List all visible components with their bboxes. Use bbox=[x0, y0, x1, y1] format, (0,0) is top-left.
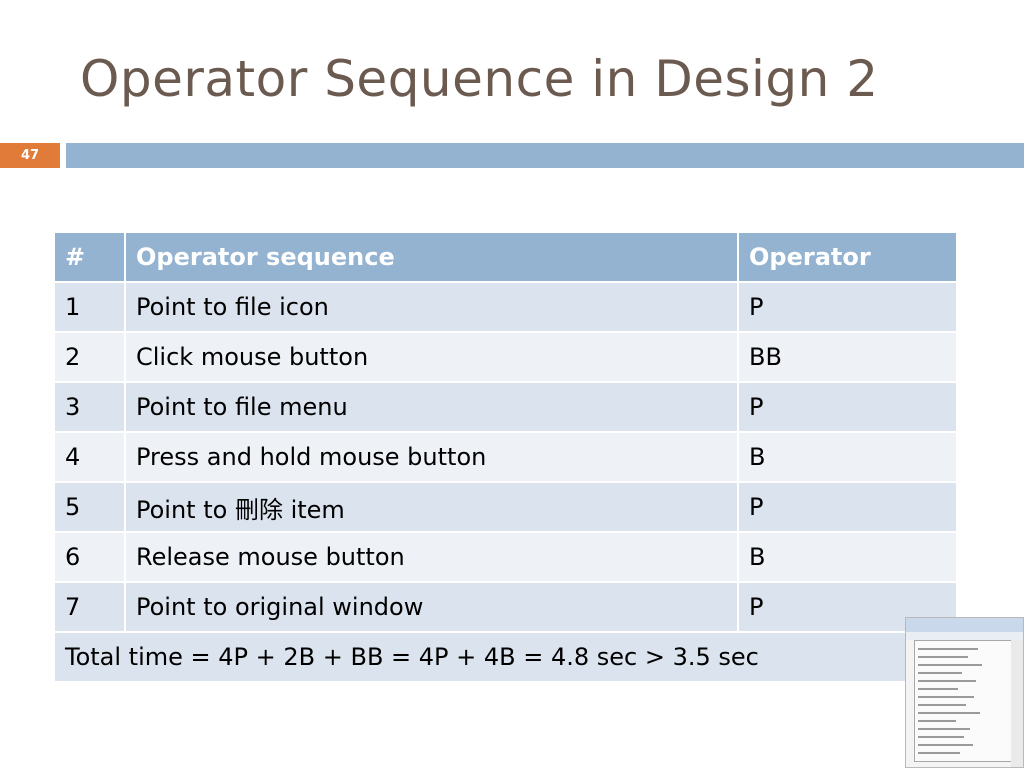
thumbnail-menu-line bbox=[918, 720, 956, 722]
thumbnail-menu-line bbox=[918, 688, 958, 690]
title-underline-bar bbox=[66, 143, 1024, 168]
cell-sequence: Point to file icon bbox=[124, 281, 739, 333]
thumbnail-menu-line bbox=[918, 672, 962, 674]
thumbnail-menu-line bbox=[918, 648, 978, 650]
header-operator-sequence: Operator sequence bbox=[124, 231, 739, 283]
cell-operator: P bbox=[737, 581, 958, 633]
thumbnail-titlebar bbox=[906, 618, 1023, 632]
cell-number: 6 bbox=[53, 531, 126, 583]
cell-operator: BB bbox=[737, 331, 958, 383]
table-header-row: # Operator sequence Operator bbox=[53, 231, 958, 283]
thumbnail-menu-line bbox=[918, 728, 970, 730]
cell-number: 5 bbox=[53, 481, 126, 533]
header-number: # bbox=[53, 231, 126, 283]
slide-title: Operator Sequence in Design 2 bbox=[80, 50, 879, 108]
total-time-row: Total time = 4P + 2B + BB = 4P + 4B = 4.… bbox=[53, 631, 958, 683]
cell-sequence: Point to 刪除 item bbox=[124, 481, 739, 533]
thumbnail-menu-line bbox=[918, 696, 974, 698]
slide-number: 47 bbox=[0, 143, 60, 168]
cell-operator: B bbox=[737, 531, 958, 583]
thumbnail-menu-line bbox=[918, 704, 966, 706]
cell-sequence: Point to file menu bbox=[124, 381, 739, 433]
cell-number: 4 bbox=[53, 431, 126, 483]
thumbnail-menu-line bbox=[918, 664, 982, 666]
cell-operator: B bbox=[737, 431, 958, 483]
thumbnail-menu-line bbox=[918, 752, 960, 754]
thumbnail-menu-line bbox=[918, 736, 964, 738]
cell-operator: P bbox=[737, 281, 958, 333]
cell-sequence: Point to original window bbox=[124, 581, 739, 633]
context-menu-screenshot-thumbnail bbox=[905, 617, 1024, 768]
cell-sequence: Click mouse button bbox=[124, 331, 739, 383]
header-operator: Operator bbox=[737, 231, 958, 283]
cell-number: 7 bbox=[53, 581, 126, 633]
cell-number: 2 bbox=[53, 331, 126, 383]
operator-sequence-table: # Operator sequence Operator 1 Point to … bbox=[53, 231, 958, 683]
cell-operator: P bbox=[737, 481, 958, 533]
cell-sequence: Release mouse button bbox=[124, 531, 739, 583]
total-time-cell: Total time = 4P + 2B + BB = 4P + 4B = 4.… bbox=[53, 631, 958, 683]
table-row: 4 Press and hold mouse button B bbox=[53, 431, 958, 483]
thumbnail-sidepanel bbox=[1011, 640, 1023, 767]
thumbnail-menubar bbox=[906, 632, 1023, 640]
thumbnail-menu-line bbox=[918, 744, 973, 746]
thumbnail-menu-line bbox=[918, 712, 980, 714]
cell-sequence: Press and hold mouse button bbox=[124, 431, 739, 483]
table-row: 7 Point to original window P bbox=[53, 581, 958, 633]
table-row: 1 Point to file icon P bbox=[53, 281, 958, 333]
thumbnail-menu-line bbox=[918, 656, 968, 658]
table-row: 2 Click mouse button BB bbox=[53, 331, 958, 383]
table-row: 6 Release mouse button B bbox=[53, 531, 958, 583]
thumbnail-menu-line bbox=[918, 680, 976, 682]
cell-number: 1 bbox=[53, 281, 126, 333]
table-row: 5 Point to 刪除 item P bbox=[53, 481, 958, 533]
cell-number: 3 bbox=[53, 381, 126, 433]
table-row: 3 Point to file menu P bbox=[53, 381, 958, 433]
cell-operator: P bbox=[737, 381, 958, 433]
